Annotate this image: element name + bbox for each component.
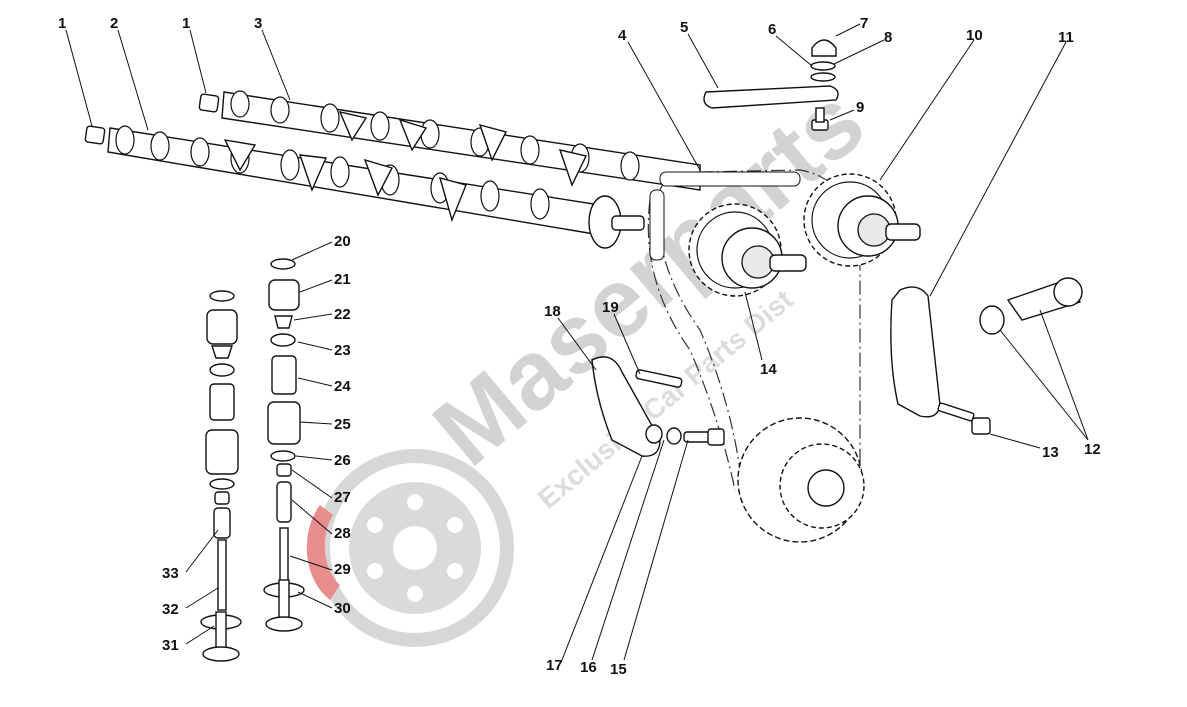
- callout-25: 25: [334, 416, 351, 433]
- callout-11: 11: [1058, 29, 1074, 46]
- callout-26: 26: [334, 452, 351, 469]
- camshaft-sprocket-variator-left: [688, 203, 807, 297]
- leader-lines: [65, 23, 1089, 661]
- callout-31: 31: [162, 637, 179, 654]
- callout-20: 20: [334, 233, 351, 250]
- callout-7: 7: [860, 15, 868, 32]
- cap-nut: [810, 39, 837, 82]
- callout-12: 12: [1084, 441, 1101, 458]
- tensioner-arm: [591, 356, 661, 457]
- valve-assembly-right: [263, 258, 305, 632]
- bolt-13: [937, 402, 991, 435]
- callout-27: 27: [334, 489, 351, 506]
- callout-29: 29: [334, 561, 351, 578]
- callout-30: 30: [334, 600, 351, 617]
- callout-3: 3: [254, 15, 262, 32]
- callout-8: 8: [884, 29, 892, 46]
- callout-24: 24: [334, 378, 351, 395]
- camshaft-upper: [198, 90, 701, 191]
- callout-18: 18: [544, 303, 561, 320]
- callout-14: 14: [760, 361, 777, 378]
- callout-19: 19: [602, 299, 619, 316]
- valve-assembly-left: [200, 290, 242, 662]
- callout-28: 28: [334, 525, 351, 542]
- crankshaft-sprocket: [737, 417, 865, 543]
- callout-22: 22: [334, 306, 351, 323]
- callout-1a: 1: [58, 15, 66, 32]
- callout-15: 15: [610, 661, 627, 678]
- callout-33: 33: [162, 565, 179, 582]
- callout-6: 6: [768, 21, 776, 38]
- callout-32: 32: [162, 601, 179, 618]
- callout-4: 4: [618, 27, 627, 44]
- callout-5: 5: [680, 19, 688, 36]
- camshaft-lower: [84, 125, 645, 249]
- callout-13: 13: [1042, 444, 1059, 461]
- callout-10: 10: [966, 27, 983, 44]
- callout-1b: 1: [182, 15, 190, 32]
- callout-16: 16: [580, 659, 597, 676]
- callout-23: 23: [334, 342, 351, 359]
- callout-2: 2: [110, 15, 118, 32]
- camshaft-sprocket-variator-right: [803, 173, 921, 267]
- callout-17: 17: [546, 657, 563, 674]
- bolt-9: [811, 107, 829, 131]
- chain-tensioner-guide: [890, 286, 941, 418]
- tensioner-plunger: [979, 277, 1083, 335]
- stud-19: [635, 369, 683, 388]
- watermark-disc-logo: [306, 449, 514, 647]
- callout-21: 21: [334, 271, 351, 288]
- chain-guide-upper: [703, 85, 839, 109]
- callout-9: 9: [856, 99, 864, 116]
- washers-16-15: [645, 424, 725, 446]
- callout-labels: 1 2 1 3 4 5 6 7 8 9 10 11 12 13 14 15 16…: [58, 15, 1101, 678]
